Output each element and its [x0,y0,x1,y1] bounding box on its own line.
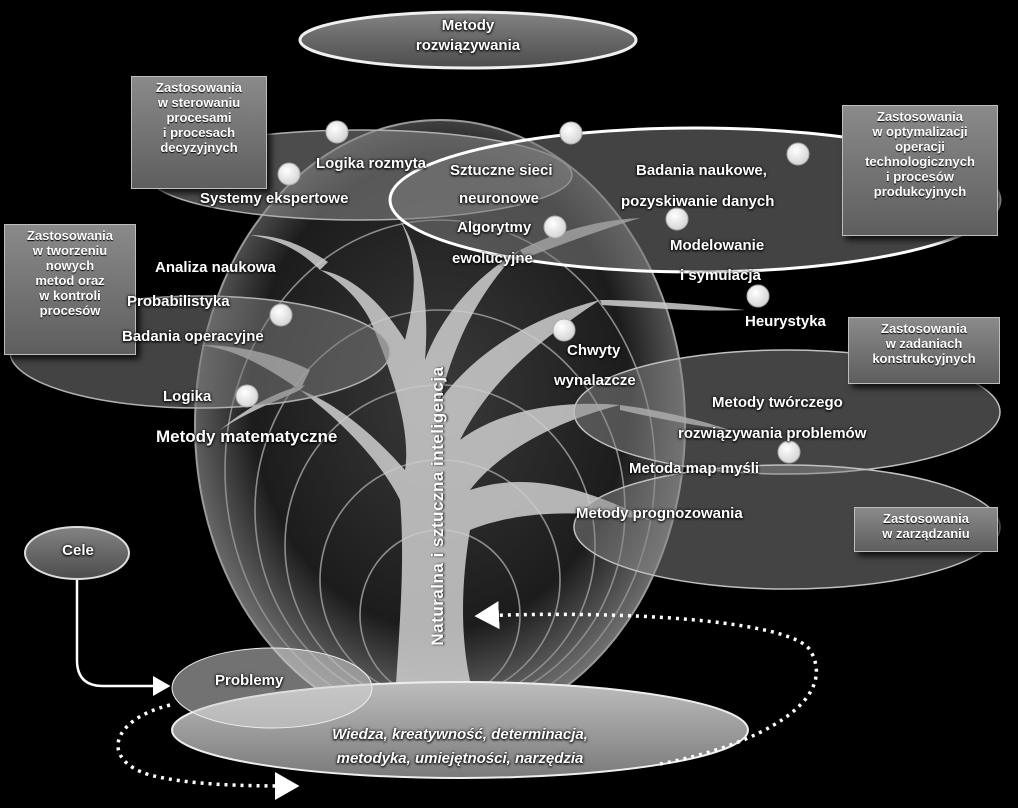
box-optimization-line: produkcyjnych [873,184,967,199]
top-oval-line2: rozwiązywania [415,37,521,54]
label-math-methods: Metody matematyczne [156,427,338,446]
goals-arrow [75,580,171,696]
problems-oval [171,647,373,729]
box-new-methods-line: w kontroli [39,288,101,303]
box-new-methods: Zastosowania w tworzeniu nowych metod or… [4,224,136,355]
problems-label: Problemy [215,672,284,689]
box-control-line: decyzyjnych [160,140,238,155]
label-heuristics: Heurystyka [745,313,826,330]
label-intelligence-vertical: Naturalna i sztuczna inteligencja [428,366,447,646]
goals-oval [24,526,130,580]
box-control-line: Zastosowania [156,80,242,95]
box-optimization: Zastosowania w optymalizacji operacji te… [842,105,998,236]
label-probabilistics: Probabilistyka [127,293,230,310]
box-optimization-line: i procesów [886,169,954,184]
label-expert-systems: Systemy ekspertowe [200,190,349,207]
base-line2: metodyka, umiejętności, narzędzia [336,750,584,767]
goals-label: Cele [62,542,94,559]
top-oval [298,10,638,70]
label-neural-networks-1: Sztuczne sieci [450,162,553,179]
box-new-methods-line: nowych [45,258,95,273]
label-operations-research: Badania operacyjne [122,328,264,345]
label-logic: Logika [163,388,212,405]
box-construction: Zastosowania w zadaniach konstrukcyjnych [848,317,1000,384]
box-management-line: Zastosowania [883,511,969,526]
label-fuzzy-logic: Logika rozmyta [316,155,427,172]
base-line1: Wiedza, kreatywność, determinacja, [332,726,588,743]
label-modeling-1: Modelowanie [670,237,765,254]
label-creative-1: Metody twórczego [712,394,843,411]
dots [235,120,810,464]
box-new-methods-line: metod oraz [35,273,105,288]
box-control-line: i procesach [162,125,236,140]
box-new-methods-line: w tworzeniu [32,243,108,258]
box-control-line: w sterowaniu [157,95,241,110]
box-control-line: procesami [166,110,232,125]
box-new-methods-line: procesów [39,303,101,318]
box-new-methods-line: Zastosowania [27,228,113,243]
label-forecasting: Metody prognozowania [576,505,743,522]
label-creative-2: rozwiązywania problemów [678,425,867,442]
box-optimization-line: technologicznych [865,154,975,169]
box-construction-line: w zadaniach [885,336,963,351]
box-construction-line: konstrukcyjnych [872,351,976,366]
box-optimization-line: Zastosowania [877,109,963,124]
label-inventive-2: wynalazcze [554,372,636,389]
label-modeling-2: i symulacja [680,267,761,284]
box-management-line: w zarządzaniu [882,526,970,541]
cycle-arrow-right [474,601,819,766]
label-inventive-1: Chwyty [567,342,621,359]
label-neural-networks-2: neuronowe [459,190,540,207]
top-oval-line1: Metody [441,17,495,34]
label-research-2: pozyskiwanie danych [621,193,775,210]
box-control: Zastosowania w sterowaniu procesami i pr… [131,76,267,189]
box-optimization-line: w optymalizacji [872,124,968,139]
box-management: Zastosowania w zarządzaniu [854,507,998,552]
label-evolutionary-2: ewolucyjne [452,250,533,267]
label-research-1: Badania naukowe, [636,162,767,179]
oval-management [573,464,1001,590]
box-optimization-line: operacji [895,139,945,154]
label-mind-map: Metoda map myśli [629,460,760,477]
box-construction-line: Zastosowania [881,321,967,336]
label-scientific-analysis: Analiza naukowa [155,259,276,276]
label-evolutionary-1: Algorytmy [457,219,532,236]
